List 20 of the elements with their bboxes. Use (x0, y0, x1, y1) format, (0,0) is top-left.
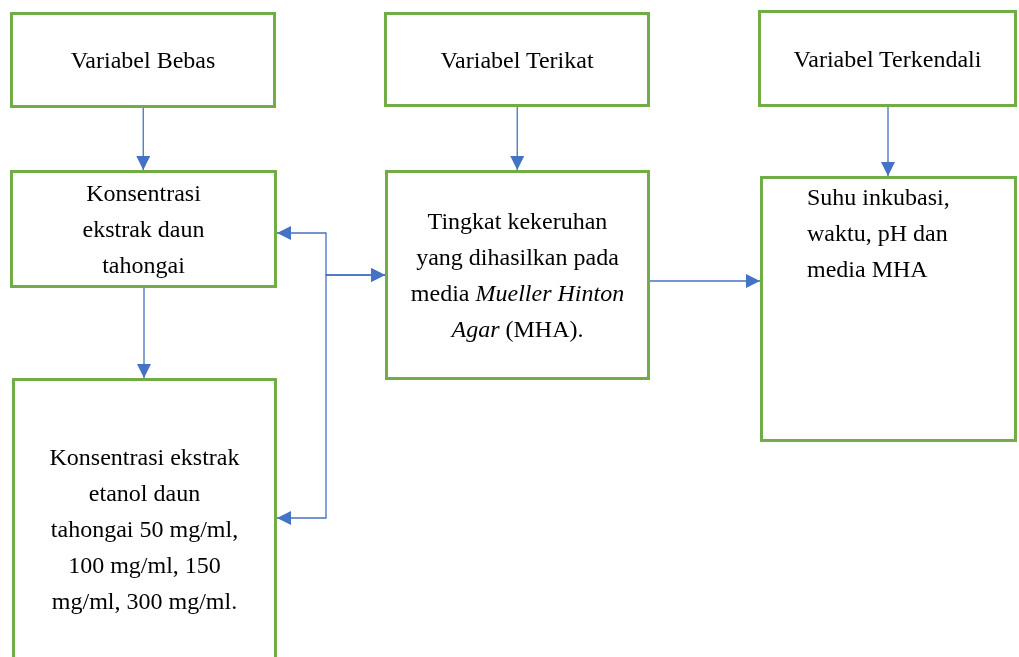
box-text: Variabel Terkendali (793, 44, 982, 74)
arrow (510, 106, 525, 171)
arrow (649, 274, 761, 288)
box-text: Konsentrasi ekstrak daun tahongai (81, 179, 206, 280)
process-box (12, 378, 277, 657)
arrow (276, 268, 386, 525)
process-box (758, 10, 1017, 107)
process-box (10, 170, 277, 288)
process-box (385, 170, 650, 380)
box-text: Variabel Bebas (70, 46, 216, 75)
box-text: Tingkat kekeruhan yang dihasilkan pada media Mueller Hinton Agar (MHA). (409, 207, 626, 344)
process-box (760, 176, 1017, 442)
arrow (136, 107, 151, 171)
box-text: Suhu inkubasi, waktu, pH dan media MHA (807, 183, 951, 284)
process-box (10, 12, 276, 108)
box-text: Variabel Terikat (440, 45, 594, 75)
arrow (137, 287, 151, 379)
arrow (881, 106, 895, 177)
box-text: Konsentrasi ekstrak etanol daun tahongai 50 mg/ml, 100 mg/ml, 150 mg/ml, 300 mg/ml. (48, 443, 241, 616)
process-box (384, 12, 650, 107)
